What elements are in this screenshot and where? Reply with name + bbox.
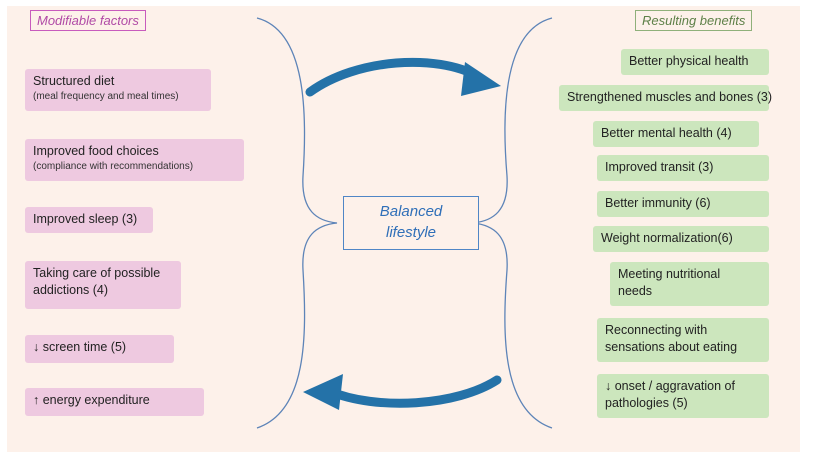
factor-label: Structured diet <box>33 74 115 88</box>
benefit-label-line2: sensations about eating <box>605 339 738 354</box>
balanced-lifestyle-box: Balanced lifestyle <box>343 196 479 250</box>
benefit-label-line2: pathologies (5) <box>605 395 688 410</box>
benefit-improved-transit: Improved transit (3) <box>597 155 769 181</box>
benefit-weight-normalization: Weight normalization(6) <box>593 226 769 252</box>
center-line1: Balanced <box>379 203 443 220</box>
arrow-to-benefits <box>305 57 501 97</box>
factor-food-choices: Improved food choices (compliance with r… <box>25 139 244 181</box>
benefit-physical-health: Better physical health <box>621 49 769 75</box>
factor-sublabel: (compliance with recommendations) <box>33 160 194 172</box>
factor-energy-expenditure: ↑ energy expenditure <box>25 388 204 416</box>
benefit-pathologies: ↓ onset / aggravation of pathologies (5) <box>597 374 769 418</box>
resulting-benefits-header: Resulting benefits <box>635 10 753 31</box>
factor-sublabel: (meal frequency and meal times) <box>33 90 179 102</box>
factor-improved-sleep: Improved sleep (3) <box>25 207 153 233</box>
benefit-label: Weight normalization(6) <box>601 231 733 245</box>
benefit-label: Reconnecting with <box>605 323 708 337</box>
benefit-label-line2: needs <box>618 283 653 298</box>
benefit-label: Better immunity (6) <box>605 196 711 210</box>
left-brace <box>256 17 338 429</box>
factor-label: Taking care of possible <box>33 266 161 280</box>
center-line2: lifestyle <box>385 224 437 241</box>
benefit-sensations-eating: Reconnecting with sensations about eatin… <box>597 318 769 362</box>
benefit-label: Strengthened muscles and bones (3) <box>567 90 772 104</box>
diagram-canvas: Modifiable factors Resulting benefits St… <box>7 6 800 452</box>
benefit-label: Meeting nutritional <box>618 267 721 281</box>
factor-label: ↑ energy expenditure <box>33 393 150 407</box>
factor-label: Improved sleep (3) <box>33 212 138 226</box>
benefit-label: Improved transit (3) <box>605 160 714 174</box>
factor-addictions: Taking care of possible addictions (4) <box>25 261 181 309</box>
arrow-to-factors <box>303 374 502 410</box>
factor-screen-time: ↓ screen time (5) <box>25 335 174 363</box>
factor-label: Improved food choices <box>33 144 159 158</box>
benefit-label: ↓ onset / aggravation of <box>605 379 735 393</box>
benefit-label: Better mental health (4) <box>601 126 732 140</box>
benefit-mental-health: Better mental health (4) <box>593 121 759 147</box>
benefit-label: Better physical health <box>629 54 749 68</box>
modifiable-factors-header: Modifiable factors <box>30 10 146 31</box>
benefit-better-immunity: Better immunity (6) <box>597 191 769 217</box>
connector-layer <box>256 17 553 429</box>
benefit-muscles-bones: Strengthened muscles and bones (3) <box>559 85 772 111</box>
factor-structured-diet: Structured diet (meal frequency and meal… <box>25 69 211 111</box>
factor-label-line2: addictions (4) <box>33 282 109 297</box>
factor-label: ↓ screen time (5) <box>33 340 127 354</box>
benefit-nutritional-needs: Meeting nutritional needs <box>610 262 769 306</box>
